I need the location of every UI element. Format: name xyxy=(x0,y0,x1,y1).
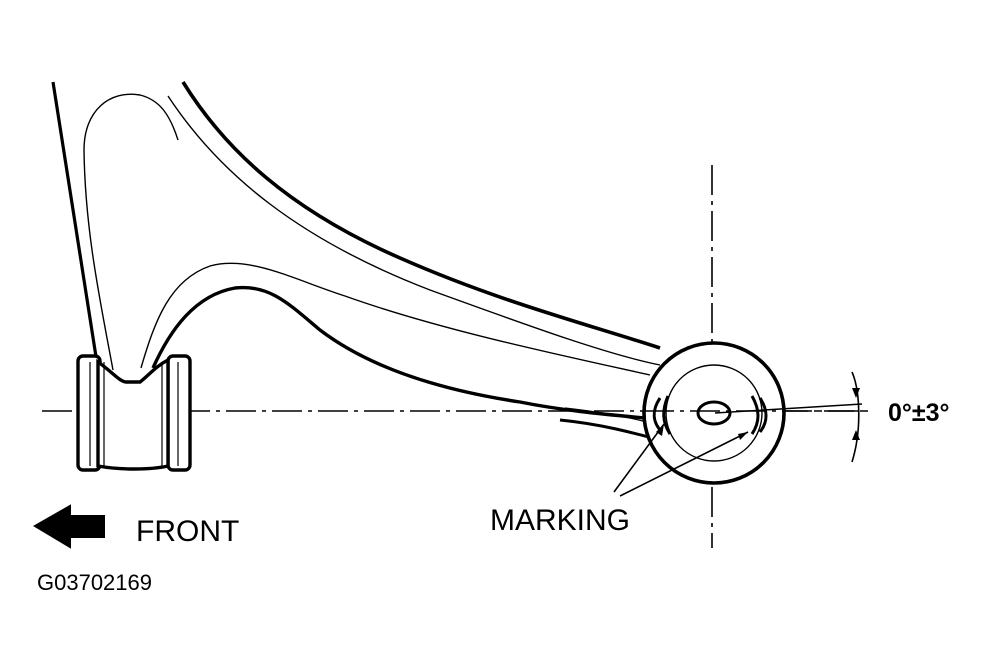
front-label: FRONT xyxy=(136,515,239,548)
arm-upper-edge xyxy=(181,81,661,350)
angle-reference-line xyxy=(714,403,863,414)
arm-arch-outline xyxy=(151,285,646,420)
bushing xyxy=(76,354,192,472)
figure-code-label: G03702169 xyxy=(37,570,152,595)
marking-label: MARKING xyxy=(490,504,630,537)
arm-upper-inner-line xyxy=(167,95,661,366)
marking-leaders xyxy=(613,423,749,497)
arm-left-rod xyxy=(51,81,99,364)
arm-arch-inner-line xyxy=(140,262,651,376)
left-arrow-icon xyxy=(33,504,105,549)
arm-top-loop xyxy=(83,93,179,371)
angle-indicator xyxy=(851,371,860,463)
angle-label: 0°±3° xyxy=(888,399,950,427)
ball-joint xyxy=(642,341,786,485)
